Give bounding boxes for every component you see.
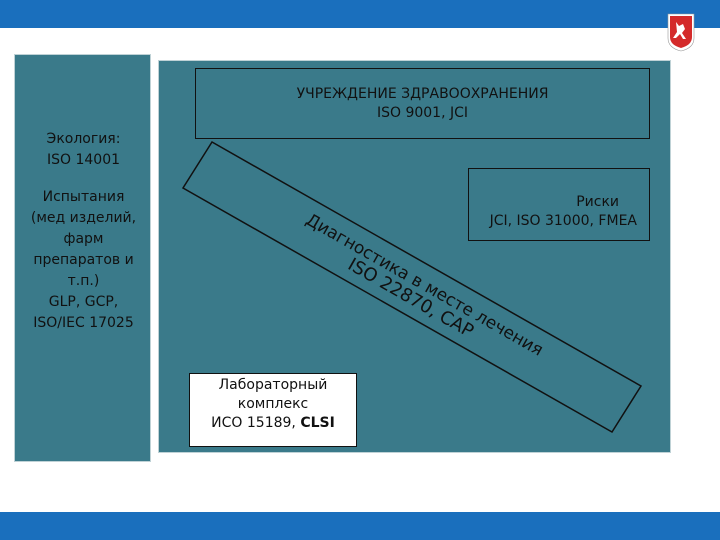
risks-box: Риски JCI, ISO 31000, FMEA bbox=[468, 168, 650, 241]
lab-standards: ИСО 15189, CLSI bbox=[211, 415, 335, 431]
tests-line-1: Испытания bbox=[42, 189, 125, 205]
top-bar bbox=[0, 0, 720, 28]
ecology-label: Экология: bbox=[46, 131, 121, 147]
risks-title: Риски bbox=[576, 194, 619, 210]
tests-line-5: т.п.) bbox=[67, 273, 100, 289]
lab-standards-bold: CLSI bbox=[300, 415, 335, 431]
tests-line-7: ISO/IEC 17025 bbox=[33, 315, 134, 331]
risks-standards: JCI, ISO 31000, FMEA bbox=[489, 213, 637, 229]
tests-line-3: фарм bbox=[63, 231, 104, 247]
lab-box: Лабораторный комплекс ИСО 15189, CLSI bbox=[189, 373, 357, 447]
ecology-standard: ISO 14001 bbox=[46, 152, 121, 168]
tests-line-4: препаратов и bbox=[33, 252, 134, 268]
institution-title: УЧРЕЖДЕНИЕ ЗДРАВООХРАНЕНИЯ bbox=[296, 86, 549, 102]
moscow-coat-of-arms-icon bbox=[667, 13, 695, 52]
tests-line-2: (мед изделий, bbox=[30, 210, 137, 226]
institution-box: УЧРЕЖДЕНИЕ ЗДРАВООХРАНЕНИЯ ISO 9001, JCI bbox=[195, 68, 650, 139]
institution-standards: ISO 9001, JCI bbox=[376, 105, 469, 121]
left-panel: Экология: ISO 14001 Испытания (мед издел… bbox=[14, 54, 151, 462]
lab-title: Лабораторный bbox=[218, 377, 328, 393]
lab-subtitle: комплекс bbox=[237, 396, 309, 412]
bottom-bar bbox=[0, 512, 720, 540]
tests-line-6: GLP, GCP, bbox=[48, 294, 119, 310]
